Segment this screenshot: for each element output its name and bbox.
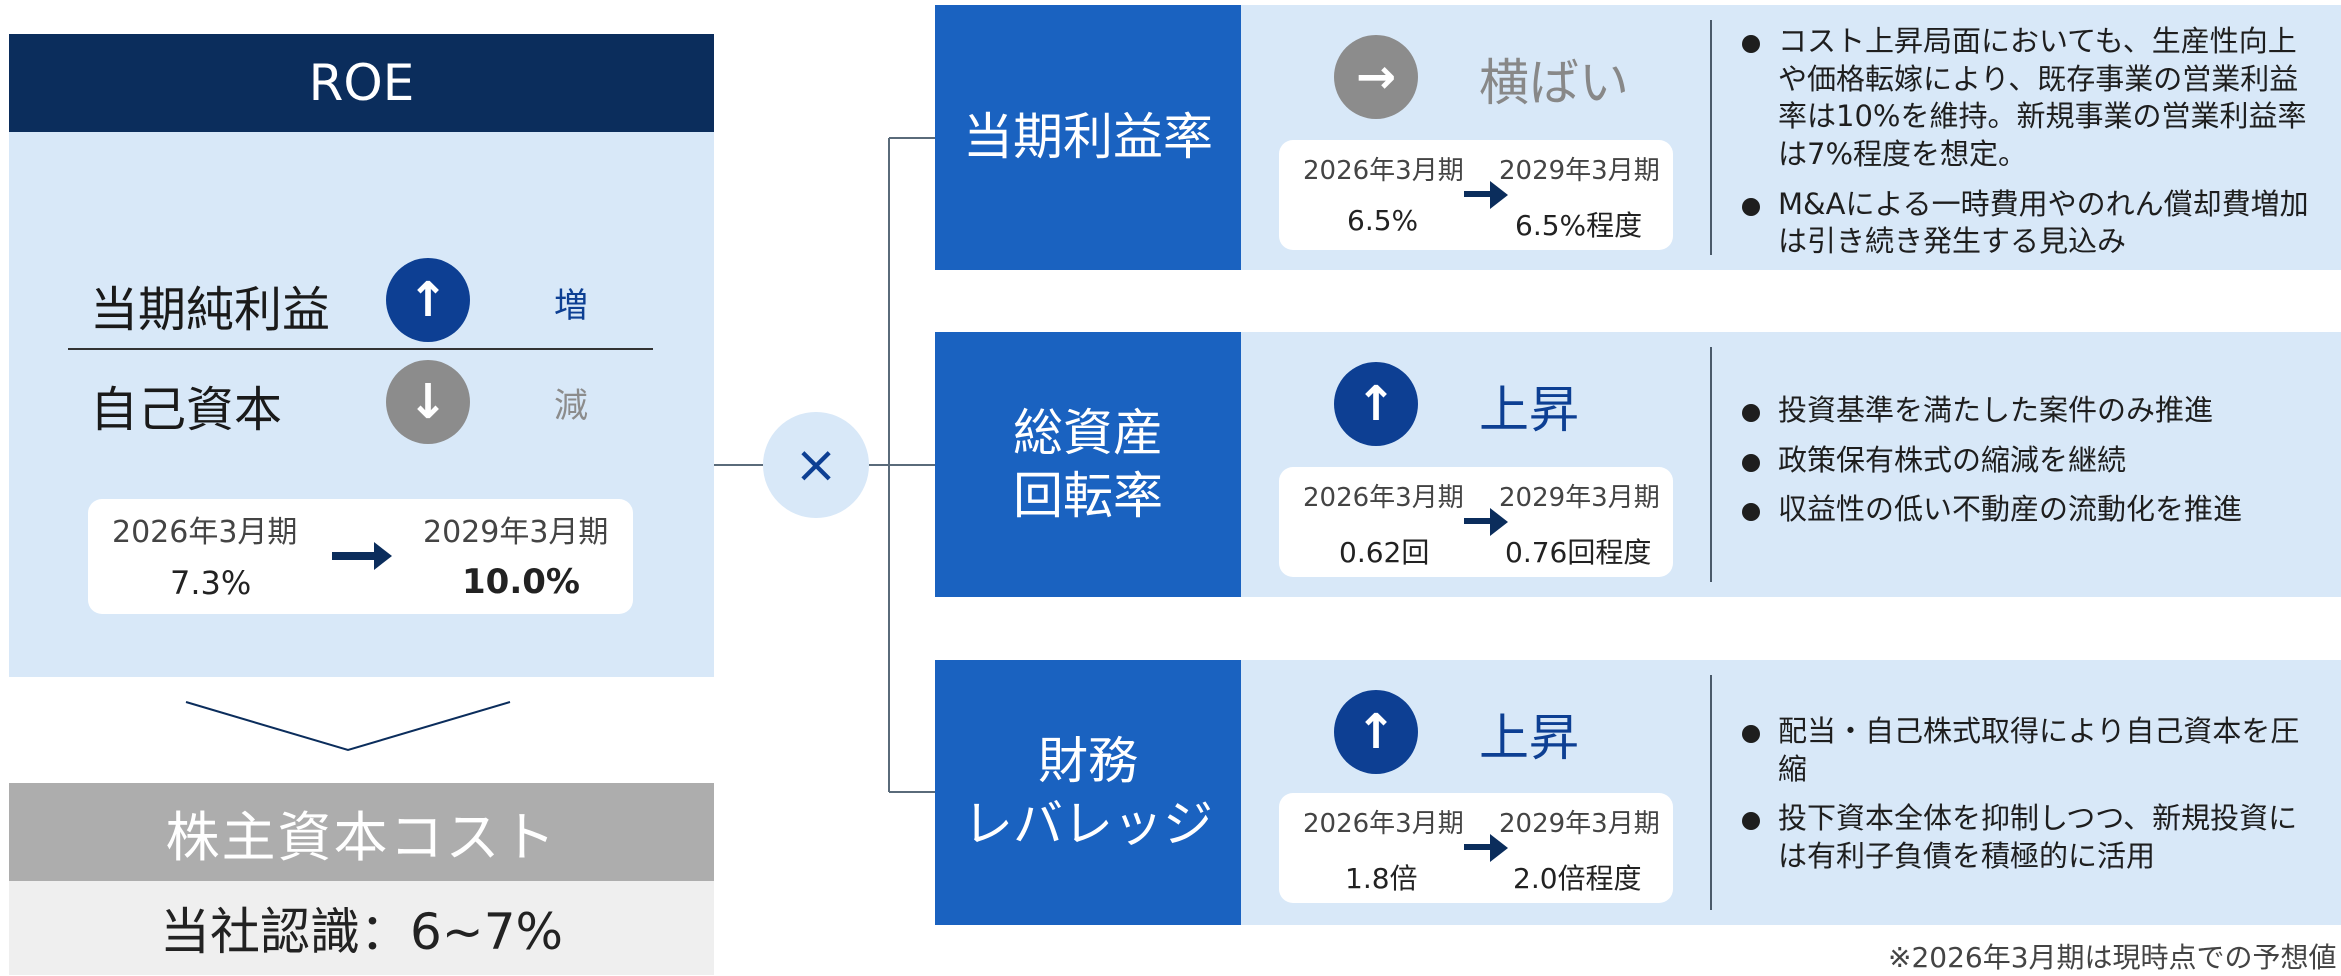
to-period: 2029年3月期 <box>1499 483 1660 513</box>
list-item: 配当・自己株式取得により自己資本を圧縮 <box>1740 713 2314 788</box>
net-income-label: 当期純利益 <box>90 282 331 338</box>
trend-flat: 横ばい <box>1479 54 1629 112</box>
separator <box>1710 20 1712 255</box>
to-value: 0.76回程度 <box>1505 536 1652 569</box>
roe-to-period: 2029年3月期 <box>423 515 609 550</box>
to-value: 2.0倍程度 <box>1513 862 1642 895</box>
up-arrow-icon: ↑ <box>1334 362 1418 446</box>
asset-turnover-comparison: 2026年3月期 2029年3月期 0.62回 0.76回程度 <box>1279 467 1673 577</box>
chevron-down-icon <box>185 701 511 752</box>
roe-header: ROE <box>9 34 714 132</box>
profit-margin-comparison: 2026年3月期 2029年3月期 6.5% 6.5%程度 <box>1279 140 1673 250</box>
right-arrow-icon <box>1464 508 1508 536</box>
list-item: 投下資本全体を抑制しつつ、新規投資には有利子負債を積極的に活用 <box>1740 800 2314 875</box>
right-arrow-icon <box>1464 834 1508 862</box>
row-label-line: 総資産 <box>1013 404 1163 462</box>
from-value: 1.8倍 <box>1345 862 1418 895</box>
to-period: 2029年3月期 <box>1499 809 1660 839</box>
right-arrow-icon <box>332 542 392 570</box>
roe-from-period: 2026年3月期 <box>112 515 298 550</box>
to-period: 2029年3月期 <box>1499 156 1660 186</box>
up-arrow-icon: ↑ <box>1334 690 1418 774</box>
to-value: 6.5%程度 <box>1515 209 1643 242</box>
from-period: 2026年3月期 <box>1303 156 1464 186</box>
row-label-line: レバレッジ <box>963 794 1213 853</box>
from-value: 6.5% <box>1347 204 1419 237</box>
row-label-profit-margin: 当期利益率 <box>935 5 1241 270</box>
row-label-line: 回転率 <box>1013 466 1163 525</box>
equity-label: 自己資本 <box>90 382 283 438</box>
trend-up: 上昇 <box>1479 709 1579 767</box>
footnote: ※2026年3月期は現時点での予想値 <box>1888 941 2337 974</box>
list-item: 収益性の低い不動産の流動化を推進 <box>1740 491 2314 529</box>
list-item: 投資基準を満たした案件のみ推進 <box>1740 392 2314 430</box>
roe-from-value: 7.3% <box>170 564 252 602</box>
list-item: コスト上昇局面においても、生産性向上や価格転嫁により、既存事業の営業利益率は10… <box>1740 23 2314 174</box>
row-label-asset-turnover: 総資産 回転率 <box>935 332 1241 597</box>
row-label-financial-leverage: 財務 レバレッジ <box>935 660 1241 925</box>
trend-up: 上昇 <box>1479 381 1579 439</box>
row-label-line: 当期利益率 <box>963 108 1213 167</box>
equity-trend: 減 <box>554 386 588 426</box>
right-arrow-icon: → <box>1334 35 1418 119</box>
row-label-line: 財務 <box>1038 732 1138 790</box>
cost-of-equity-value: 当社認識：6~7% <box>9 881 714 975</box>
fraction-line <box>68 348 653 350</box>
bullet-list: 投資基準を満たした案件のみ推進 政策保有株式の縮減を継続 収益性の低い不動産の流… <box>1740 392 2314 541</box>
financial-leverage-comparison: 2026年3月期 2029年3月期 1.8倍 2.0倍程度 <box>1279 793 1673 903</box>
list-item: M&Aによる一時費用やのれん償却費増加は引き続き発生する見込み <box>1740 186 2314 261</box>
separator <box>1710 675 1712 910</box>
from-period: 2026年3月期 <box>1303 483 1464 513</box>
from-period: 2026年3月期 <box>1303 809 1464 839</box>
roe-comparison-box: 2026年3月期 2029年3月期 7.3% 10.0% <box>88 499 633 614</box>
separator <box>1710 347 1712 582</box>
list-item: 政策保有株式の縮減を継続 <box>1740 442 2314 480</box>
roe-to-value: 10.0% <box>462 562 580 602</box>
right-arrow-icon <box>1464 181 1508 209</box>
row-body-financial-leverage: ↑ 上昇 2026年3月期 2029年3月期 1.8倍 2.0倍程度 配当・自己… <box>1241 660 2341 925</box>
row-body-profit-margin: → 横ばい 2026年3月期 2029年3月期 6.5% 6.5%程度 コスト上… <box>1241 5 2341 270</box>
net-income-trend: 増 <box>554 286 588 326</box>
bullet-list: 配当・自己株式取得により自己資本を圧縮 投下資本全体を抑制しつつ、新規投資には有… <box>1740 713 2314 888</box>
from-value: 0.62回 <box>1339 536 1430 569</box>
bullet-list: コスト上昇局面においても、生産性向上や価格転嫁により、既存事業の営業利益率は10… <box>1740 23 2314 273</box>
up-arrow-icon: ↑ <box>386 258 470 342</box>
multiply-icon: × <box>763 412 869 518</box>
cost-of-equity-header: 株主資本コスト <box>9 783 714 881</box>
down-arrow-icon: ↓ <box>386 360 470 444</box>
row-body-asset-turnover: ↑ 上昇 2026年3月期 2029年3月期 0.62回 0.76回程度 投資基… <box>1241 332 2341 597</box>
